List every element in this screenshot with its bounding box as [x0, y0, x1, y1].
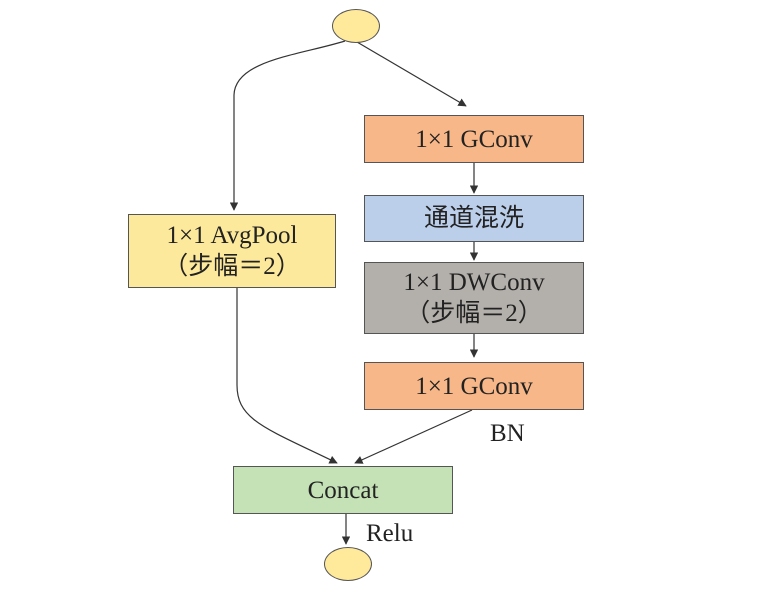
avgpool-label: 1×1 AvgPool [166, 222, 298, 249]
channel-shuffle-box: 通道混洗 [364, 195, 584, 242]
gconv1-box: 1×1 GConv [364, 115, 584, 163]
concat-box: Concat [233, 466, 453, 514]
avgpool-box: 1×1 AvgPool （步幅＝2） [128, 214, 336, 288]
dwconv-stride-label: （步幅＝2） [405, 300, 543, 327]
concat-label: Concat [307, 476, 379, 504]
dwconv-label: 1×1 DWConv [403, 269, 545, 296]
gconv2-box: 1×1 GConv [364, 362, 584, 410]
gconv2-label: 1×1 GConv [415, 372, 533, 400]
relu-label: Relu [366, 520, 414, 547]
avgpool-stride-label: （步幅＝2） [163, 253, 301, 280]
edge-avgpool-to-concat [236, 288, 338, 464]
edge-input-to-gconv1 [356, 41, 467, 107]
bn-label: BN [490, 420, 525, 447]
edge-gconv2-to-concat [354, 409, 473, 464]
gconv1-label: 1×1 GConv [415, 125, 533, 153]
channel-shuffle-label: 通道混洗 [423, 205, 524, 232]
dwconv-box: 1×1 DWConv （步幅＝2） [364, 262, 584, 334]
input-node [332, 9, 380, 43]
edge-input-to-avgpool [229, 40, 346, 211]
output-node [324, 547, 372, 581]
